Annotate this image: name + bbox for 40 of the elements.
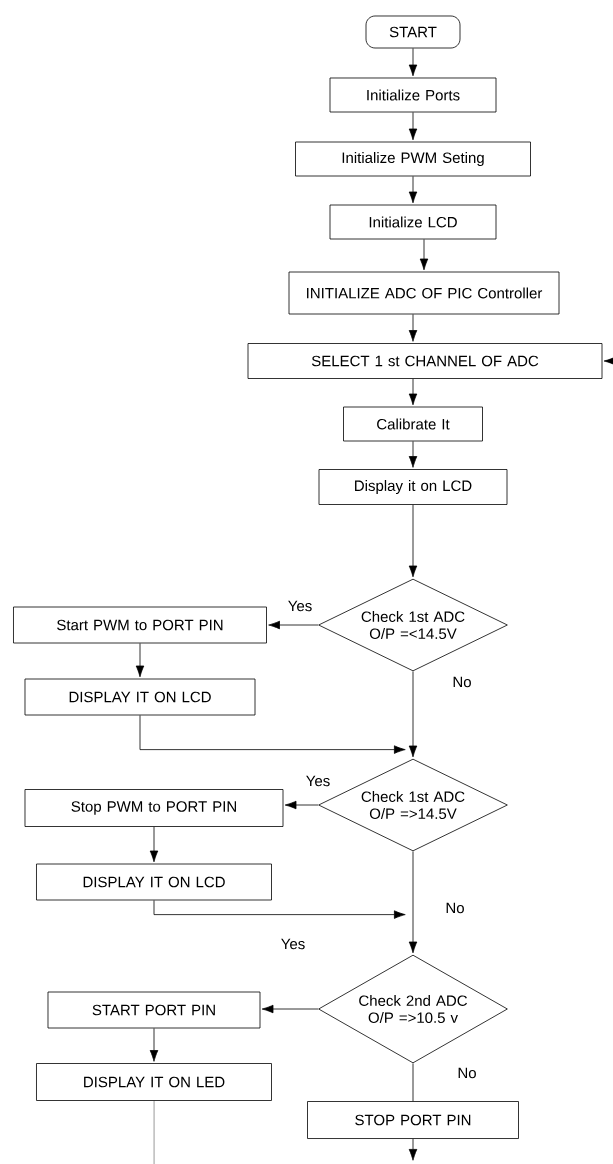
arrow [139,715,406,754]
process-box: DISPLAY IT ON LCD [36,863,272,901]
terminal-box: START [365,15,461,49]
arrow [261,1004,319,1014]
arrow [149,826,159,863]
edge-label: Yes [279,937,307,951]
edge-label: No [444,901,466,915]
edge-label: No [451,675,473,689]
arrow [408,112,418,141]
process-box: SELECT 1 st CHANNEL OF ADC [247,343,603,379]
process-box: Calibrate It [343,406,483,442]
process-box: Display it on LCD [318,469,508,505]
arrow [408,441,418,468]
process-box: STOP PORT PIN [307,1101,519,1139]
arrow [408,314,418,342]
arrow [153,900,406,919]
arrow [419,239,429,271]
process-box: Initialize LCD [329,204,497,240]
arrow [135,643,145,678]
process-box: Stop PWM to PORT PIN [24,789,284,827]
process-box: Initialize PWM Seting [295,141,531,177]
process-box: Start PWM to PORT PIN [13,606,267,644]
arrow [408,504,418,578]
arrow [408,176,418,204]
process-box: Initialize Ports [329,77,497,113]
arrow [408,1138,418,1161]
process-box: DISPLAY IT ON LED [36,1063,272,1101]
edge-label: No [456,1066,478,1080]
arrow [149,1028,159,1062]
arrow [408,378,418,406]
arrow [268,620,319,630]
arrow [284,800,319,810]
arrow [408,851,418,954]
edge-label: Yes [286,599,314,613]
process-box: DISPLAY IT ON LCD [24,678,256,716]
arrow [603,356,613,366]
arrow [408,671,418,758]
process-box: INITIALIZE ADC OF PIC Controller [288,271,560,315]
process-box: START PORT PIN [47,991,261,1029]
arrow [408,48,418,77]
